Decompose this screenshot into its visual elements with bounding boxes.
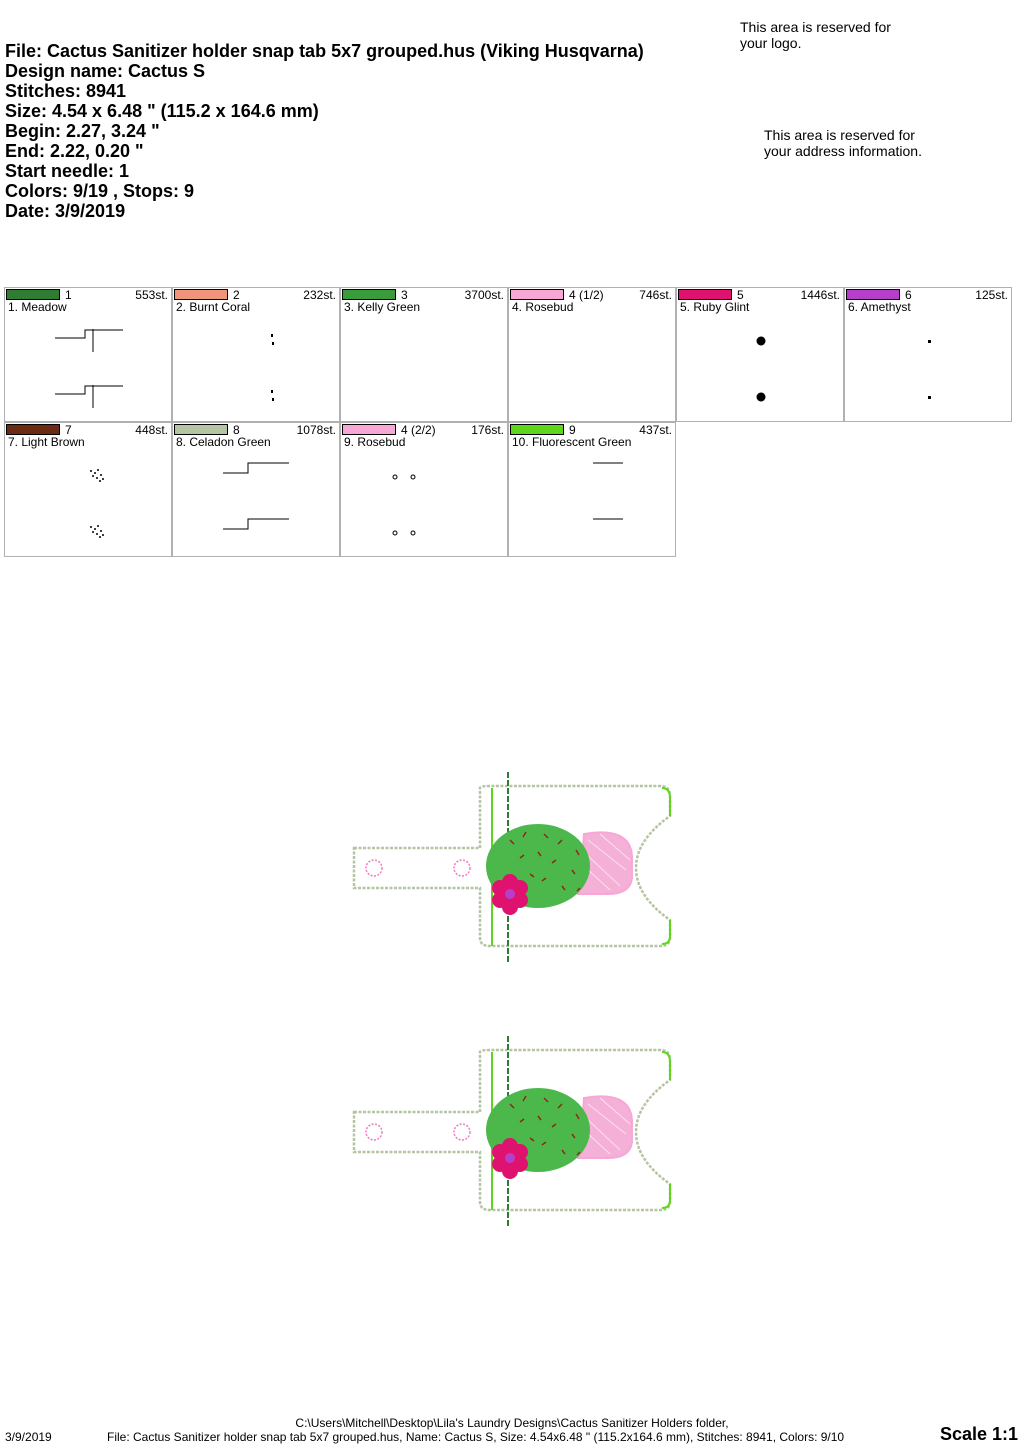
color-thumbnail — [928, 340, 931, 399]
design-preview — [352, 770, 672, 1228]
stitch-count: 448st. — [135, 423, 168, 437]
design-size: Size: 4.54 x 6.48 " (115.2 x 164.6 mm) — [5, 101, 319, 121]
color-cell: 3 3700st. 3. Kelly Green — [340, 287, 508, 422]
scale-label: Scale 1:1 — [939, 1424, 1018, 1444]
start-needle: Start needle: 1 — [5, 161, 130, 181]
stitch-count: 437st. — [639, 423, 672, 437]
stitch-count: 746st. — [639, 288, 672, 302]
file-line: File: Cactus Sanitizer holder snap tab 5… — [5, 41, 644, 61]
stitch-count: 232st. — [303, 288, 336, 302]
color-number: 6 — [905, 288, 912, 302]
color-swatch — [510, 289, 564, 300]
color-cell: 2 232st. 2. Burnt Coral — [172, 287, 340, 422]
color-cell: 9 437st. 10. Fluorescent Green — [508, 422, 676, 557]
thread-name: 3. Kelly Green — [344, 300, 421, 314]
stitch-count: 125st. — [975, 288, 1008, 302]
color-cell: 6 125st. 6. Amethyst — [844, 287, 1012, 422]
footer-path: C:\Users\Mitchell\Desktop\Lila's Laundry… — [295, 1416, 729, 1430]
color-swatch — [174, 424, 228, 435]
begin-point: Begin: 2.27, 3.24 " — [5, 121, 160, 141]
color-thumbnail — [55, 329, 123, 408]
color-thumbnail — [756, 336, 766, 402]
color-thumbnail — [593, 462, 623, 520]
stitch-count: 553st. — [135, 288, 168, 302]
color-number: 8 — [233, 423, 240, 437]
end-point: End: 2.22, 0.20 " — [5, 141, 144, 161]
color-number: 9 — [569, 423, 576, 437]
color-swatch — [510, 424, 564, 435]
color-number: 4 (1/2) — [569, 288, 604, 302]
stitch-count: 1446st. — [800, 288, 840, 302]
stitch-count: 1078st. — [296, 423, 336, 437]
thread-name: 2. Burnt Coral — [176, 300, 251, 314]
thread-name: 7. Light Brown — [8, 435, 85, 449]
color-number: 5 — [737, 288, 744, 302]
color-swatch — [174, 289, 228, 300]
color-swatch — [342, 424, 396, 435]
thread-name: 8. Celadon Green — [176, 435, 271, 449]
color-cell: 4 (1/2) 746st. 4. Rosebud — [508, 287, 676, 422]
color-thumbnail — [509, 314, 675, 422]
color-number: 1 — [65, 288, 72, 302]
color-thumbnail — [223, 462, 289, 530]
stitch-count: Stitches: 8941 — [5, 81, 127, 101]
color-thumbnail — [90, 469, 104, 538]
color-swatch — [6, 424, 60, 435]
stitch-count: 176st. — [471, 423, 504, 437]
color-swatch — [6, 289, 60, 300]
stitch-count: 3700st. — [464, 288, 504, 302]
color-cell: 8 1078st. 8. Celadon Green — [172, 422, 340, 557]
thread-name: 4. Rosebud — [512, 300, 574, 314]
footer-date: 3/9/2019 — [5, 1430, 52, 1444]
logo-placeholder: This area is reserved for your logo. — [740, 19, 891, 51]
color-number: 3 — [401, 288, 408, 302]
color-thumbnail — [341, 314, 507, 422]
design-info: File: Cactus Sanitizer holder snap tab 5… — [5, 41, 644, 221]
address-placeholder: This area is reserved for your address i… — [764, 127, 922, 159]
design-name: Design name: Cactus S — [5, 61, 206, 81]
color-thumbnail — [271, 334, 274, 401]
footer-file-info: File: Cactus Sanitizer holder snap tab 5… — [107, 1430, 845, 1444]
page-footer: C:\Users\Mitchell\Desktop\Lila's Laundry… — [0, 1416, 1024, 1444]
thread-name: 6. Amethyst — [848, 300, 911, 314]
color-cell: 1 553st. 1. Meadow — [4, 287, 172, 422]
color-swatch — [678, 289, 732, 300]
color-count: Colors: 9/19 , Stops: 9 — [5, 181, 195, 201]
color-cell: 5 1446st. 5. Ruby Glint — [676, 287, 844, 422]
color-swatch — [846, 289, 900, 300]
color-number: 2 — [233, 288, 240, 302]
color-cell: 4 (2/2) 176st. 9. Rosebud — [340, 422, 508, 557]
color-number: 4 (2/2) — [401, 423, 436, 437]
color-swatch — [342, 289, 396, 300]
thread-name: 10. Fluorescent Green — [512, 435, 632, 449]
thread-name: 1. Meadow — [8, 300, 67, 314]
color-number: 7 — [65, 423, 72, 437]
design-date: Date: 3/9/2019 — [5, 201, 126, 221]
thread-name: 9. Rosebud — [344, 435, 406, 449]
thread-name: 5. Ruby Glint — [680, 300, 750, 314]
color-cell: 7 448st. 7. Light Brown — [4, 422, 172, 557]
color-thumbnail — [392, 474, 416, 536]
